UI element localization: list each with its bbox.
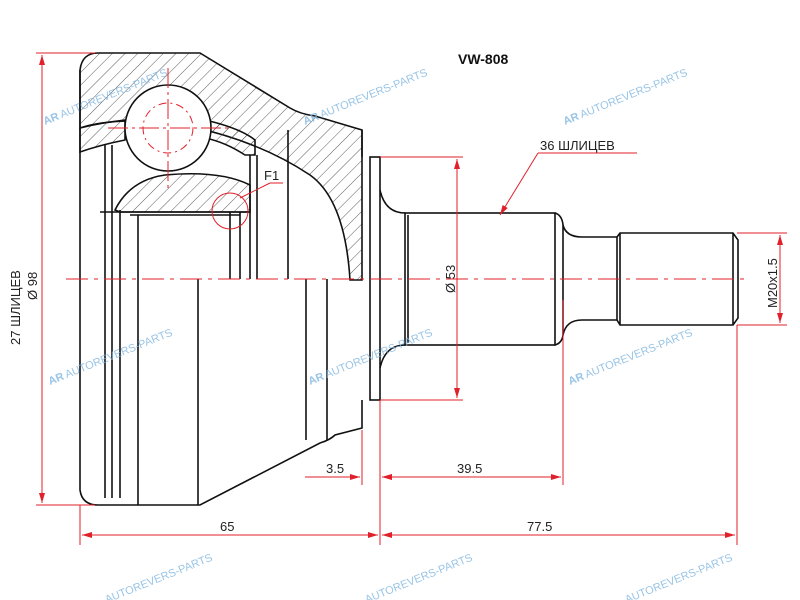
svg-text:AUTOREVERS-PARTS: AUTOREVERS-PARTS — [323, 327, 434, 381]
watermark: AUTOREVERS-PARTS — [363, 552, 474, 600]
svg-text:AR: AR — [562, 111, 581, 128]
dim-spline-len-label: 39.5 — [457, 461, 482, 476]
svg-text:AR: AR — [302, 111, 321, 128]
dim-shaft-len-label: 77.5 — [527, 519, 552, 534]
svg-text:AUTOREVERS-PARTS: AUTOREVERS-PARTS — [623, 552, 734, 600]
watermark: AUTOREVERS-PARTS — [103, 552, 214, 600]
svg-text:AUTOREVERS-PARTS: AUTOREVERS-PARTS — [363, 552, 474, 600]
svg-text:AUTOREVERS-PARTS: AUTOREVERS-PARTS — [103, 552, 214, 600]
svg-text:AR: AR — [307, 371, 326, 388]
dim-diameter-53 — [380, 156, 463, 401]
svg-text:AR: AR — [567, 371, 586, 388]
shaft-diameter-label: Ø 53 — [443, 265, 458, 293]
svg-text:AUTOREVERS-PARTS: AUTOREVERS-PARTS — [578, 67, 689, 121]
svg-text:AR: AR — [42, 111, 61, 128]
dim-flange-label: 3.5 — [326, 461, 344, 476]
detail-label: F1 — [264, 168, 279, 183]
spline-shaft — [404, 212, 556, 346]
dim-housing-len-label: 65 — [220, 519, 234, 534]
housing-outline — [79, 70, 363, 506]
svg-text:AUTOREVERS-PARTS: AUTOREVERS-PARTS — [583, 327, 694, 381]
outer-diameter-label: Ø 98 — [25, 272, 40, 300]
outer-splines-label: 27 ШЛИЦЕВ — [8, 270, 23, 345]
watermark: AUTOREVERS-PARTS — [623, 552, 734, 600]
shaft-splines-label: 36 ШЛИЦЕВ — [540, 138, 615, 153]
dim-diameter-98 — [36, 52, 95, 506]
part-number-title: VW-808 — [458, 51, 509, 67]
svg-text:AR: AR — [47, 371, 66, 388]
ball — [124, 84, 212, 172]
inner-race-section — [113, 172, 251, 213]
svg-text:AUTOREVERS-PARTS: AUTOREVERS-PARTS — [318, 67, 429, 121]
dim-thread — [737, 232, 787, 326]
thread-label: M20x1.5 — [765, 258, 780, 308]
